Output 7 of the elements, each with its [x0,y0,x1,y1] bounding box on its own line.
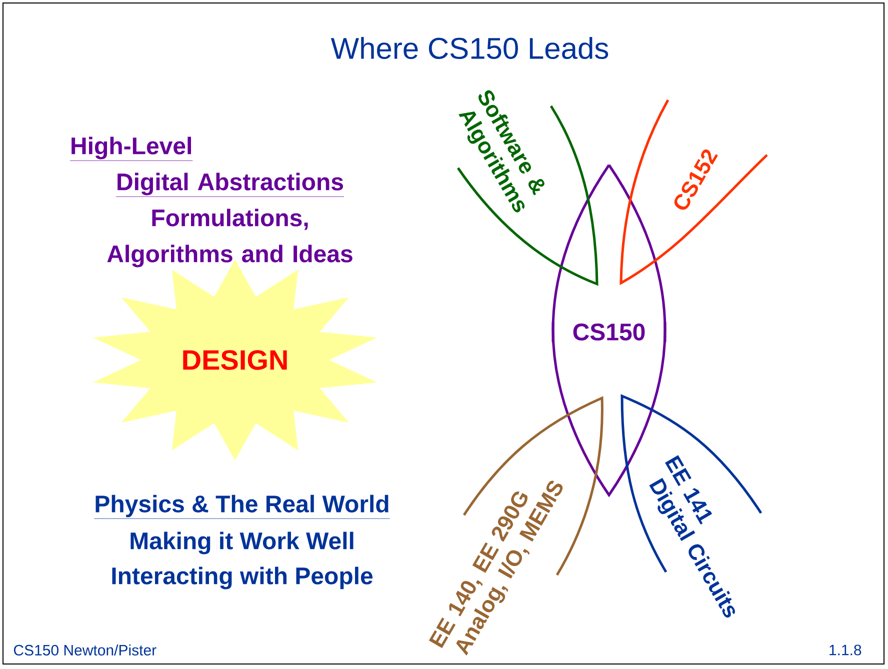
body-text: Making it Work Well [130,532,354,554]
title: Where CS150 Leads [330,36,608,60]
page-number: 1.1.8 [830,644,862,656]
body-text: Interacting with People [112,566,373,590]
heading-text: High-Level Digital Abstractions [70,136,344,197]
heading-text: Physics & The Real World [94,494,390,519]
footer-text: CS150 Newton/Pister [14,644,156,656]
